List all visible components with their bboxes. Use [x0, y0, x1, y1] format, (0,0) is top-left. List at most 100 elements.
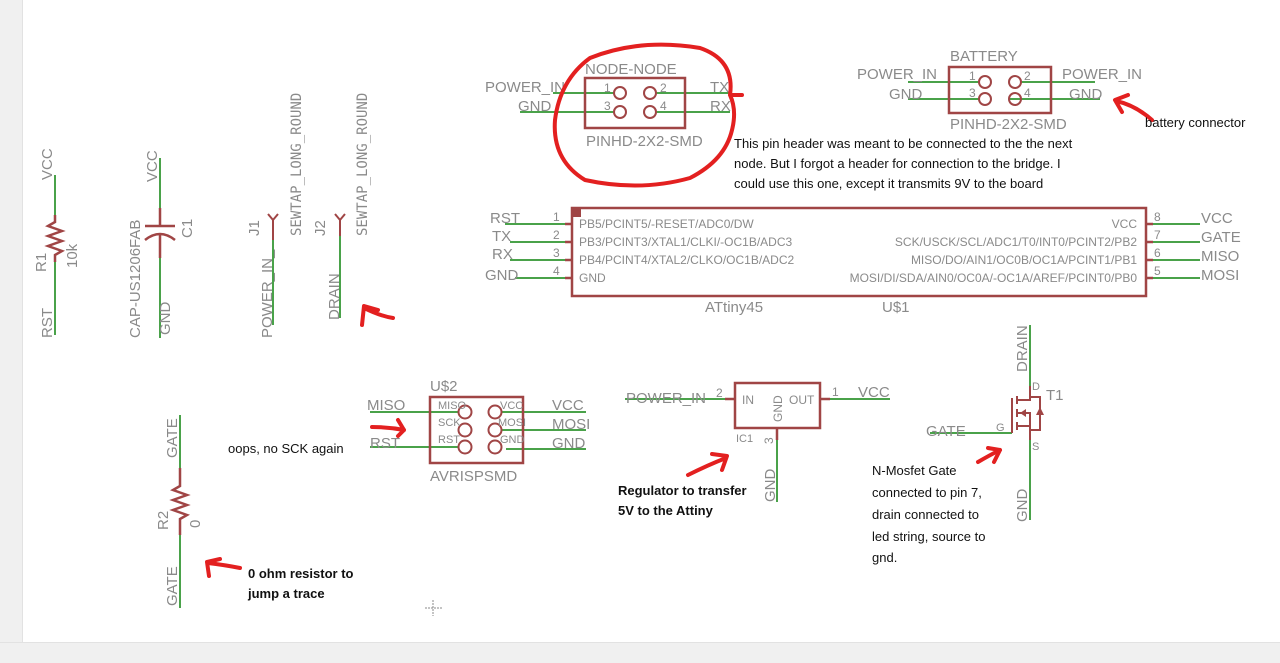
node-header-title: NODE-NODE [585, 61, 677, 78]
pin-number: 3 [604, 99, 611, 113]
battery-header-title: BATTERY [950, 48, 1018, 65]
schematic-canvas[interactable]: VCC R1 10k RST VCC CAP-US1206FAB C1 GND … [0, 0, 1280, 642]
note-node-header-line3: could use this one, except it transmits … [734, 176, 1043, 191]
attiny45-chip[interactable]: 1 2 3 4 RST TX RX GND PB5/PCINT5/-RESET/… [485, 206, 1241, 316]
r2-name: R2 [155, 511, 172, 530]
net-label: TX [492, 228, 511, 245]
annotation-arrow [370, 418, 406, 438]
pin-number: 2 [553, 228, 560, 242]
reg-gnd-label: GND [771, 395, 785, 422]
net-label: GND [518, 98, 552, 115]
net-label: GATE [1201, 229, 1241, 246]
pin-function: PB5/PCINT5/-RESET/ADC0/DW [579, 217, 754, 231]
pin1-marker [572, 208, 581, 217]
r1-bottom-net-label: RST [39, 308, 56, 338]
net-label: GND [889, 86, 923, 103]
battery-header-package: PINHD-2X2-SMD [950, 116, 1067, 133]
net-label: GND [762, 469, 779, 503]
sewtap-j1[interactable]: J1 SEWTAP_LONG_ROUND POWER_IN_ [246, 93, 305, 338]
net-label: DRAIN [1014, 325, 1031, 372]
pin-label: MOSI [498, 417, 526, 429]
pin-number: 5 [1154, 264, 1161, 278]
mosfet-t1[interactable]: DRAIN T1 GATE G D S GND N-Mosfet Gate co… [872, 325, 1064, 565]
pin-number: 3 [553, 246, 560, 260]
reg-ref: IC1 [736, 433, 753, 445]
pin-number: 3 [969, 86, 976, 100]
mosfet-ref: T1 [1046, 387, 1064, 404]
pin-function: PB3/PCINT3/XTAL1/CLKI/-OC1B/ADC3 [579, 235, 793, 249]
c1-package: CAP-US1206FAB [127, 220, 144, 338]
pin-function: SCK/USCK/SCL/ADC1/T0/INT0/PCINT2/PB2 [895, 235, 1137, 249]
note-battery: battery connector [1145, 115, 1246, 130]
avrisp-ref: U$2 [430, 378, 458, 395]
origin-crosshair-icon [425, 600, 442, 616]
r1-value: 10k [64, 243, 81, 268]
net-label: MISO [367, 397, 405, 414]
j2-name: J2 [312, 220, 329, 236]
pin-number: 2 [660, 81, 667, 95]
pin-function: VCC [1112, 217, 1138, 231]
battery-header[interactable]: 1 2 3 4 BATTERY PINHD-2X2-SMD POWER_IN G… [857, 48, 1246, 133]
resistor-r1[interactable]: VCC R1 10k RST [33, 148, 81, 338]
j2-net-label: DRAIN [326, 273, 343, 320]
note-mosfet-line5: gnd. [872, 550, 897, 565]
net-label: VCC [552, 397, 584, 414]
j1-net-label: POWER_IN_ [259, 249, 276, 338]
note-mosfet-line1: N-Mosfet Gate [872, 463, 957, 478]
drain-pin-label: D [1032, 381, 1040, 393]
pin-function: MISO/DO/AIN1/OC0B/OC1A/PCINT1/PB1 [911, 253, 1137, 267]
regulator-ic1[interactable]: IN OUT GND POWER_IN 2 1 VCC IC1 3 GND Re… [618, 381, 890, 518]
capacitor-c1[interactable]: VCC CAP-US1206FAB C1 GND [127, 150, 196, 338]
net-label: VCC [858, 384, 890, 401]
pin-number: 2 [716, 386, 723, 400]
annotation-arrow [205, 557, 242, 578]
net-label: GND [1014, 489, 1031, 523]
annotation-arrow [686, 452, 729, 477]
r2-value: 0 [187, 520, 204, 528]
net-label: GND [485, 267, 519, 284]
net-label: GND [1069, 86, 1103, 103]
note-r2-line2: jump a trace [247, 586, 325, 601]
r2-top-net-label: GATE [164, 418, 181, 458]
resistor-r2[interactable]: GATE R2 0 GATE 0 ohm resistor to jump a … [155, 415, 354, 608]
note-regulator-line1: Regulator to transfer [618, 483, 747, 498]
pin-function: MOSI/DI/SDA/AIN0/OC0A/-OC1A/AREF/PCINT0/… [850, 271, 1138, 285]
annotation-arrow [976, 446, 1002, 464]
pin-number: 3 [762, 437, 776, 444]
j2-package: SEWTAP_LONG_ROUND [355, 93, 371, 236]
net-label: RST [370, 435, 400, 452]
net-label: MISO [1201, 248, 1239, 265]
pin-function: GND [579, 271, 606, 285]
net-label: MOSI [552, 416, 590, 433]
pin-number: 1 [832, 385, 839, 399]
j1-name: J1 [246, 220, 263, 236]
j1-package: SEWTAP_LONG_ROUND [289, 93, 305, 236]
c1-top-net-label: VCC [144, 150, 161, 182]
pin-label: GND [500, 434, 525, 446]
note-mosfet-line4: led string, source to [872, 529, 985, 544]
net-label: GATE [926, 423, 966, 440]
pin-number: 4 [553, 264, 560, 278]
node-node-header[interactable]: 1 2 3 4 NODE-NODE PINHD-2X2-SMD POWER_IN… [485, 42, 744, 188]
gate-pin-label: G [996, 422, 1005, 434]
net-label: POWER_IN [1062, 66, 1142, 83]
pin-label: RST [438, 434, 460, 446]
net-label: RX [492, 246, 513, 263]
note-node-header-line2: node. But I forgot a header for connecti… [734, 156, 1061, 171]
note-r2-line1: 0 ohm resistor to [248, 566, 354, 581]
annotation-arrow [360, 304, 395, 327]
net-label: TX [710, 79, 729, 96]
c1-bottom-net-label: GND [157, 302, 174, 336]
net-label: RX [710, 98, 731, 115]
net-label: POWER_IN [485, 79, 565, 96]
pin-label: VCC [500, 400, 523, 412]
net-label: RST [490, 210, 520, 227]
sewtap-j2[interactable]: J2 SEWTAP_LONG_ROUND DRAIN [312, 93, 395, 327]
chip-ref: U$1 [882, 299, 910, 316]
pin-function: PB4/PCINT4/XTAL2/CLKO/OC1B/ADC2 [579, 253, 795, 267]
window-frame-left [0, 0, 23, 662]
reg-out-label: OUT [789, 393, 815, 407]
avrisp-name: AVRISPSMD [430, 468, 517, 485]
annotation-arrow [1113, 93, 1154, 122]
avrisp-header[interactable]: MISO SCK RST VCC MOSI GND U$2 AVRISPSMD … [228, 378, 590, 485]
